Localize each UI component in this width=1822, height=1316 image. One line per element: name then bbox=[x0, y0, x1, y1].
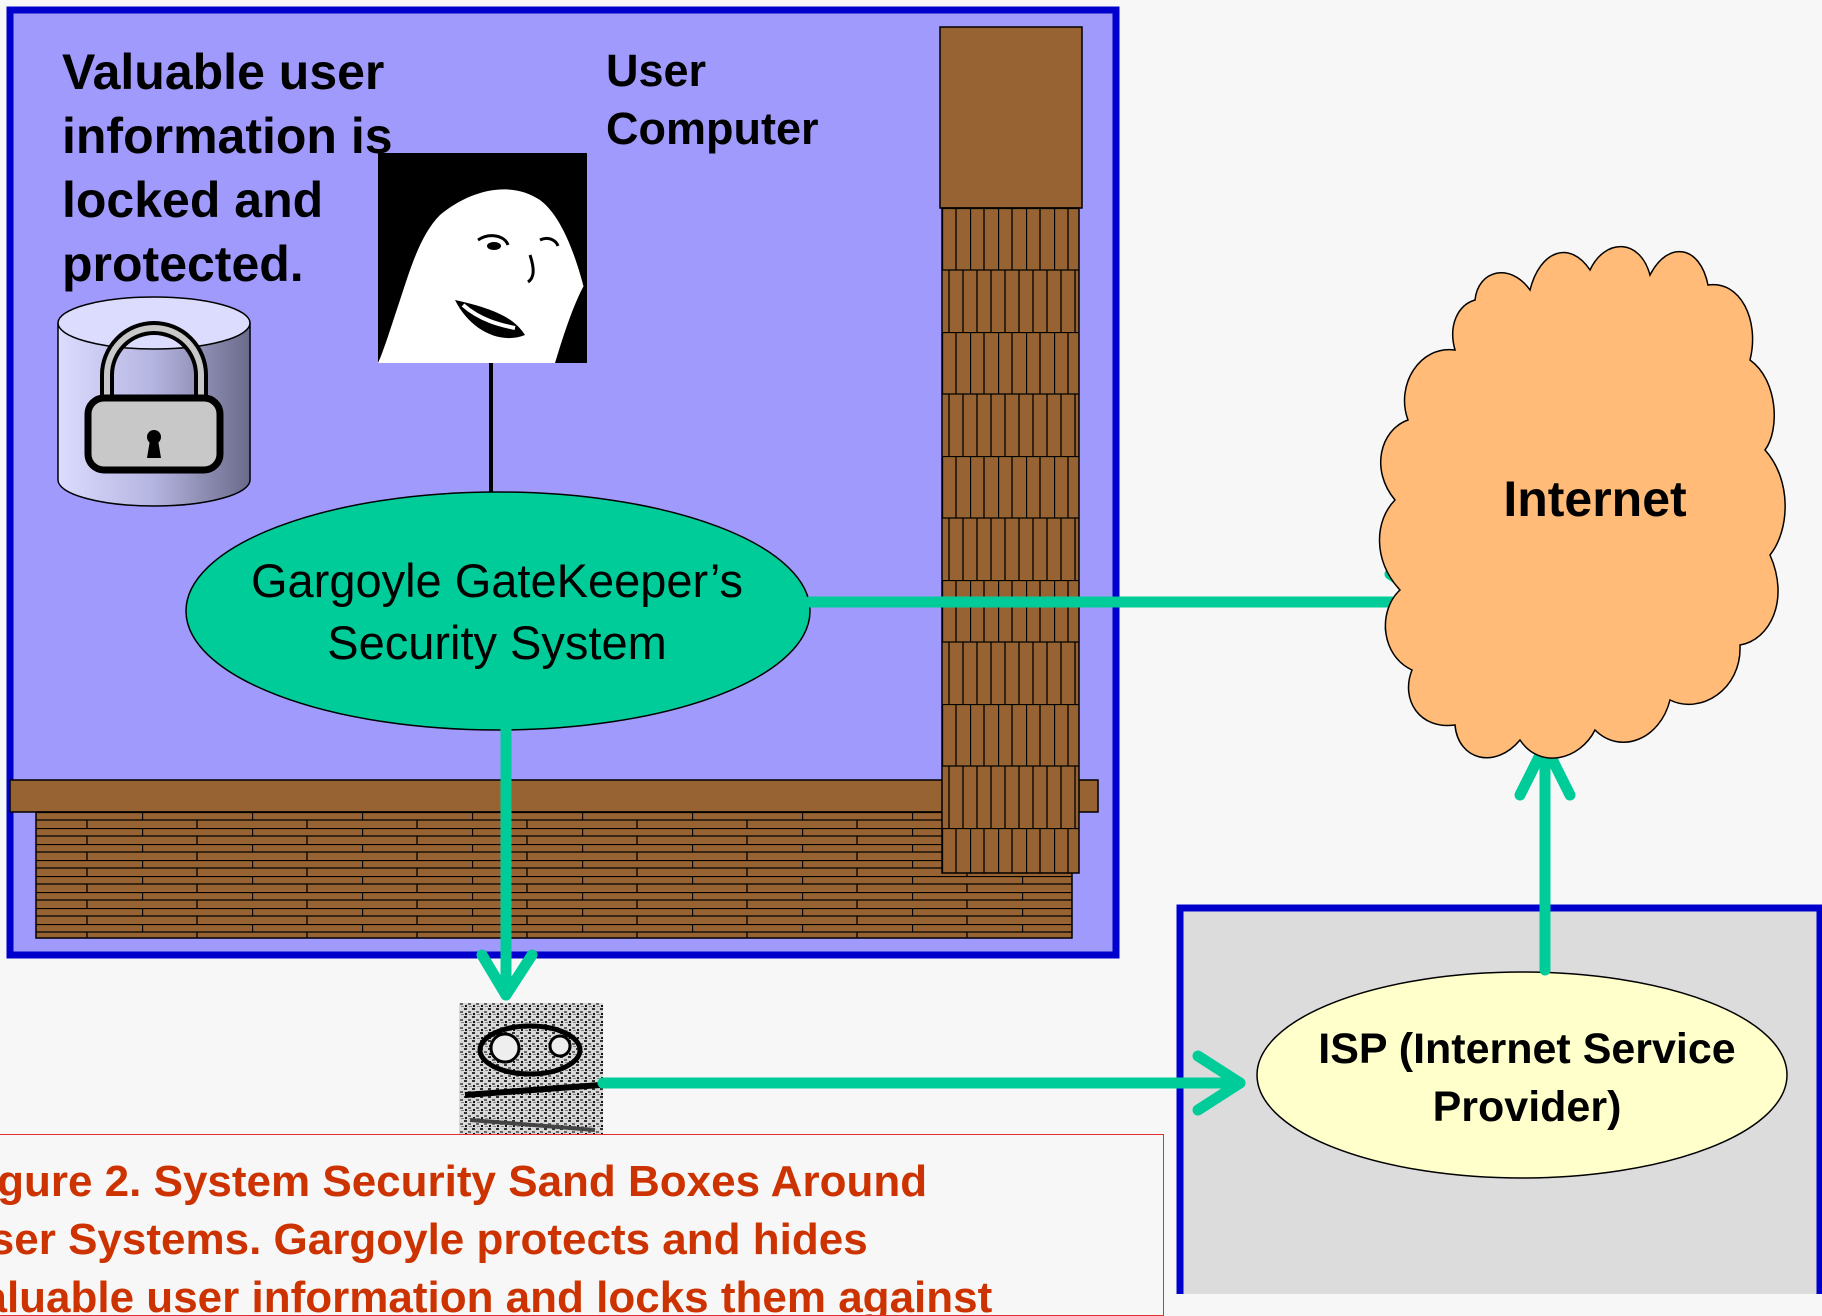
isp-label: ISP (Internet Service Provider) bbox=[1318, 1025, 1736, 1131]
internet-label: Internet bbox=[1503, 471, 1687, 527]
figure-caption: Figure 2. System Security Sand Boxes Aro… bbox=[0, 1157, 993, 1316]
user-computer-label: User Computer bbox=[606, 45, 819, 154]
horizontal-brick-wall bbox=[9, 779, 1099, 939]
arrow-modem-to-isp bbox=[597, 1050, 1246, 1116]
user-info-label: Valuable user information is locked and … bbox=[62, 44, 393, 292]
database-lock-icon bbox=[57, 296, 251, 507]
user-face-image bbox=[378, 153, 587, 363]
figure-caption-box: Figure 2. System Security Sand Boxes Aro… bbox=[0, 1134, 1164, 1316]
vertical-brick-wall bbox=[939, 26, 1083, 874]
internet-cloud-icon bbox=[1378, 245, 1786, 759]
gatekeeper-label: Gargoyle GateKeeper’s Security System bbox=[250, 554, 744, 669]
isp-ellipse bbox=[1256, 971, 1788, 1179]
telephone-modem-image bbox=[459, 1003, 603, 1147]
arrow-gatekeeper-to-modem bbox=[476, 724, 538, 1001]
gatekeeper-ellipse bbox=[185, 491, 811, 731]
